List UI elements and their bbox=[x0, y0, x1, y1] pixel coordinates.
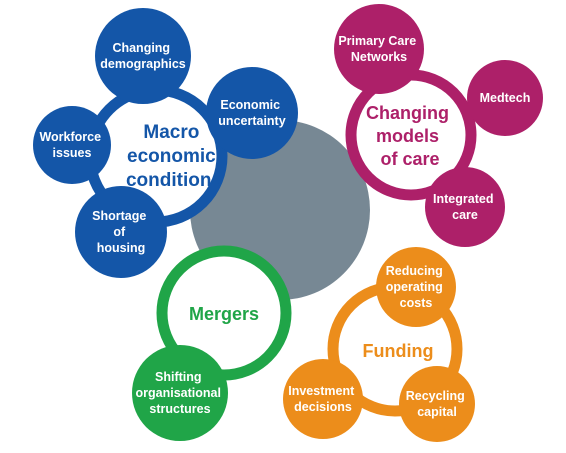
macro-satellite-shortage-of-housing bbox=[75, 186, 167, 278]
reducing-operating-costs-label: Reducing operating costs bbox=[386, 264, 446, 310]
macro-title-line-3: conditions bbox=[126, 170, 222, 191]
primary-care-networks-line-2: Networks bbox=[351, 50, 407, 64]
macro-satellite-workforce-issues bbox=[33, 106, 111, 184]
mergers-cluster: Mergers Shifting organisational structur… bbox=[132, 245, 292, 441]
recycling-capital-line-1: Recycling bbox=[406, 389, 465, 403]
shifting-structures-line-3: structures bbox=[149, 402, 210, 416]
changing-demographics-line-2: demographics bbox=[100, 57, 185, 71]
reducing-operating-costs-line-1: Reducing bbox=[386, 264, 443, 278]
care-satellite-primary-care-networks bbox=[334, 4, 424, 94]
investment-decisions-label: Investment decisions bbox=[288, 384, 357, 414]
integrated-care-line-1: Integrated bbox=[433, 192, 493, 206]
integrated-care-line-2: care bbox=[452, 208, 478, 222]
primary-care-networks-label: Primary Care Networks bbox=[338, 34, 419, 64]
care-satellite-integrated-care bbox=[425, 167, 505, 247]
recycling-capital-label: Recycling capital bbox=[406, 389, 469, 419]
workforce-issues-label: Workforce issues bbox=[39, 130, 104, 160]
funding-title-line-1: Funding bbox=[363, 341, 434, 361]
shifting-structures-line-2: organisational bbox=[136, 386, 221, 400]
mergers-satellite-shifting-structures bbox=[132, 345, 228, 441]
integrated-care-label: Integrated care bbox=[433, 192, 497, 222]
care-cluster: Changing models of care Primary Care Net… bbox=[334, 4, 543, 247]
medtech-label: Medtech bbox=[480, 91, 531, 105]
care-title-line-3: of care bbox=[380, 149, 439, 169]
shifting-structures-line-1: Shifting bbox=[155, 370, 202, 384]
economic-uncertainty-label: Economic uncertainty bbox=[218, 98, 285, 128]
macro-hub-title: Macro economic conditions bbox=[126, 122, 222, 191]
care-hub-title: Changing models of care bbox=[366, 103, 454, 169]
funding-hub-title: Funding bbox=[363, 341, 434, 361]
medtech-line-1: Medtech bbox=[480, 91, 531, 105]
care-title-line-1: Changing bbox=[366, 103, 449, 123]
mergers-title-line-1: Mergers bbox=[189, 304, 259, 324]
shortage-of-housing-line-3: housing bbox=[97, 241, 146, 255]
macro-title-line-2: economic bbox=[127, 146, 216, 167]
macro-satellite-changing-demographics bbox=[95, 8, 191, 104]
primary-care-networks-line-1: Primary Care bbox=[338, 34, 416, 48]
economic-uncertainty-line-2: uncertainty bbox=[218, 114, 285, 128]
macro-title-line-1: Macro bbox=[143, 122, 199, 143]
macro-cluster: Macro economic conditions Changing demog… bbox=[33, 8, 298, 278]
funding-satellite-reducing-operating-costs bbox=[376, 247, 456, 327]
funding-cluster: Funding Reducing operating costs Investm… bbox=[283, 247, 475, 442]
changing-demographics-line-1: Changing bbox=[112, 41, 170, 55]
funding-satellite-recycling-capital bbox=[399, 366, 475, 442]
changing-demographics-label: Changing demographics bbox=[100, 41, 185, 71]
workforce-issues-line-1: Workforce bbox=[39, 130, 101, 144]
macro-satellite-economic-uncertainty bbox=[206, 67, 298, 159]
funding-satellite-investment-decisions bbox=[283, 359, 363, 439]
shortage-of-housing-line-2: of bbox=[113, 225, 126, 239]
care-title-line-2: models bbox=[376, 126, 439, 146]
shifting-structures-label: Shifting organisational structures bbox=[136, 370, 225, 416]
investment-decisions-line-1: Investment bbox=[288, 384, 355, 398]
economic-uncertainty-line-1: Economic bbox=[220, 98, 280, 112]
shortage-of-housing-label: Shortage of housing bbox=[92, 209, 150, 255]
reducing-operating-costs-line-3: costs bbox=[400, 296, 433, 310]
care-satellite-medtech bbox=[467, 60, 543, 136]
investment-decisions-line-2: decisions bbox=[294, 400, 352, 414]
reducing-operating-costs-line-2: operating bbox=[386, 280, 443, 294]
workforce-issues-line-2: issues bbox=[53, 146, 92, 160]
shortage-of-housing-line-1: Shortage bbox=[92, 209, 146, 223]
recycling-capital-line-2: capital bbox=[417, 405, 457, 419]
mergers-hub-title: Mergers bbox=[189, 304, 259, 324]
